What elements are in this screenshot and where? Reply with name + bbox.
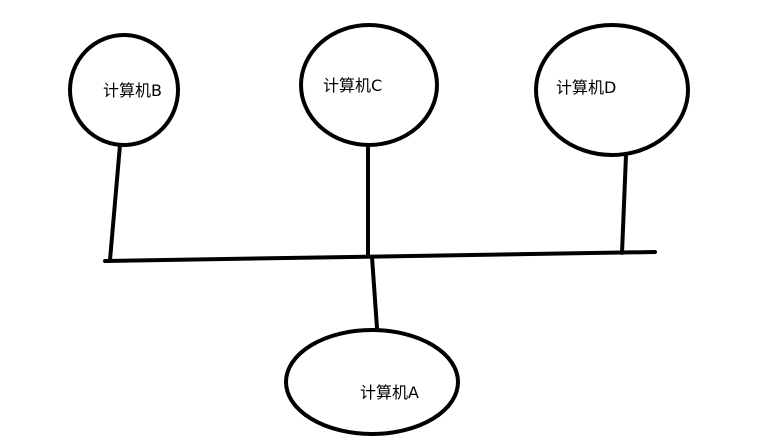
node-computer-d: 计算机D bbox=[534, 23, 690, 157]
node-b-ellipse bbox=[68, 33, 180, 147]
node-c-label: 计算机C bbox=[323, 76, 382, 95]
bus-line bbox=[103, 250, 657, 263]
node-a-ellipse bbox=[284, 328, 460, 436]
node-d-ellipse bbox=[534, 23, 690, 157]
node-b-label: 计算机B bbox=[103, 81, 162, 100]
edge-b-bus bbox=[108, 143, 122, 262]
node-computer-c: 计算机C bbox=[299, 23, 439, 147]
edge-bus-a bbox=[370, 255, 379, 330]
node-computer-b: 计算机B bbox=[68, 33, 180, 147]
edge-d-bus bbox=[620, 153, 628, 255]
node-c-ellipse bbox=[299, 23, 439, 147]
node-d-label: 计算机D bbox=[556, 78, 616, 97]
node-computer-a: 计算机A bbox=[284, 328, 460, 436]
node-a-label: 计算机A bbox=[360, 383, 419, 402]
